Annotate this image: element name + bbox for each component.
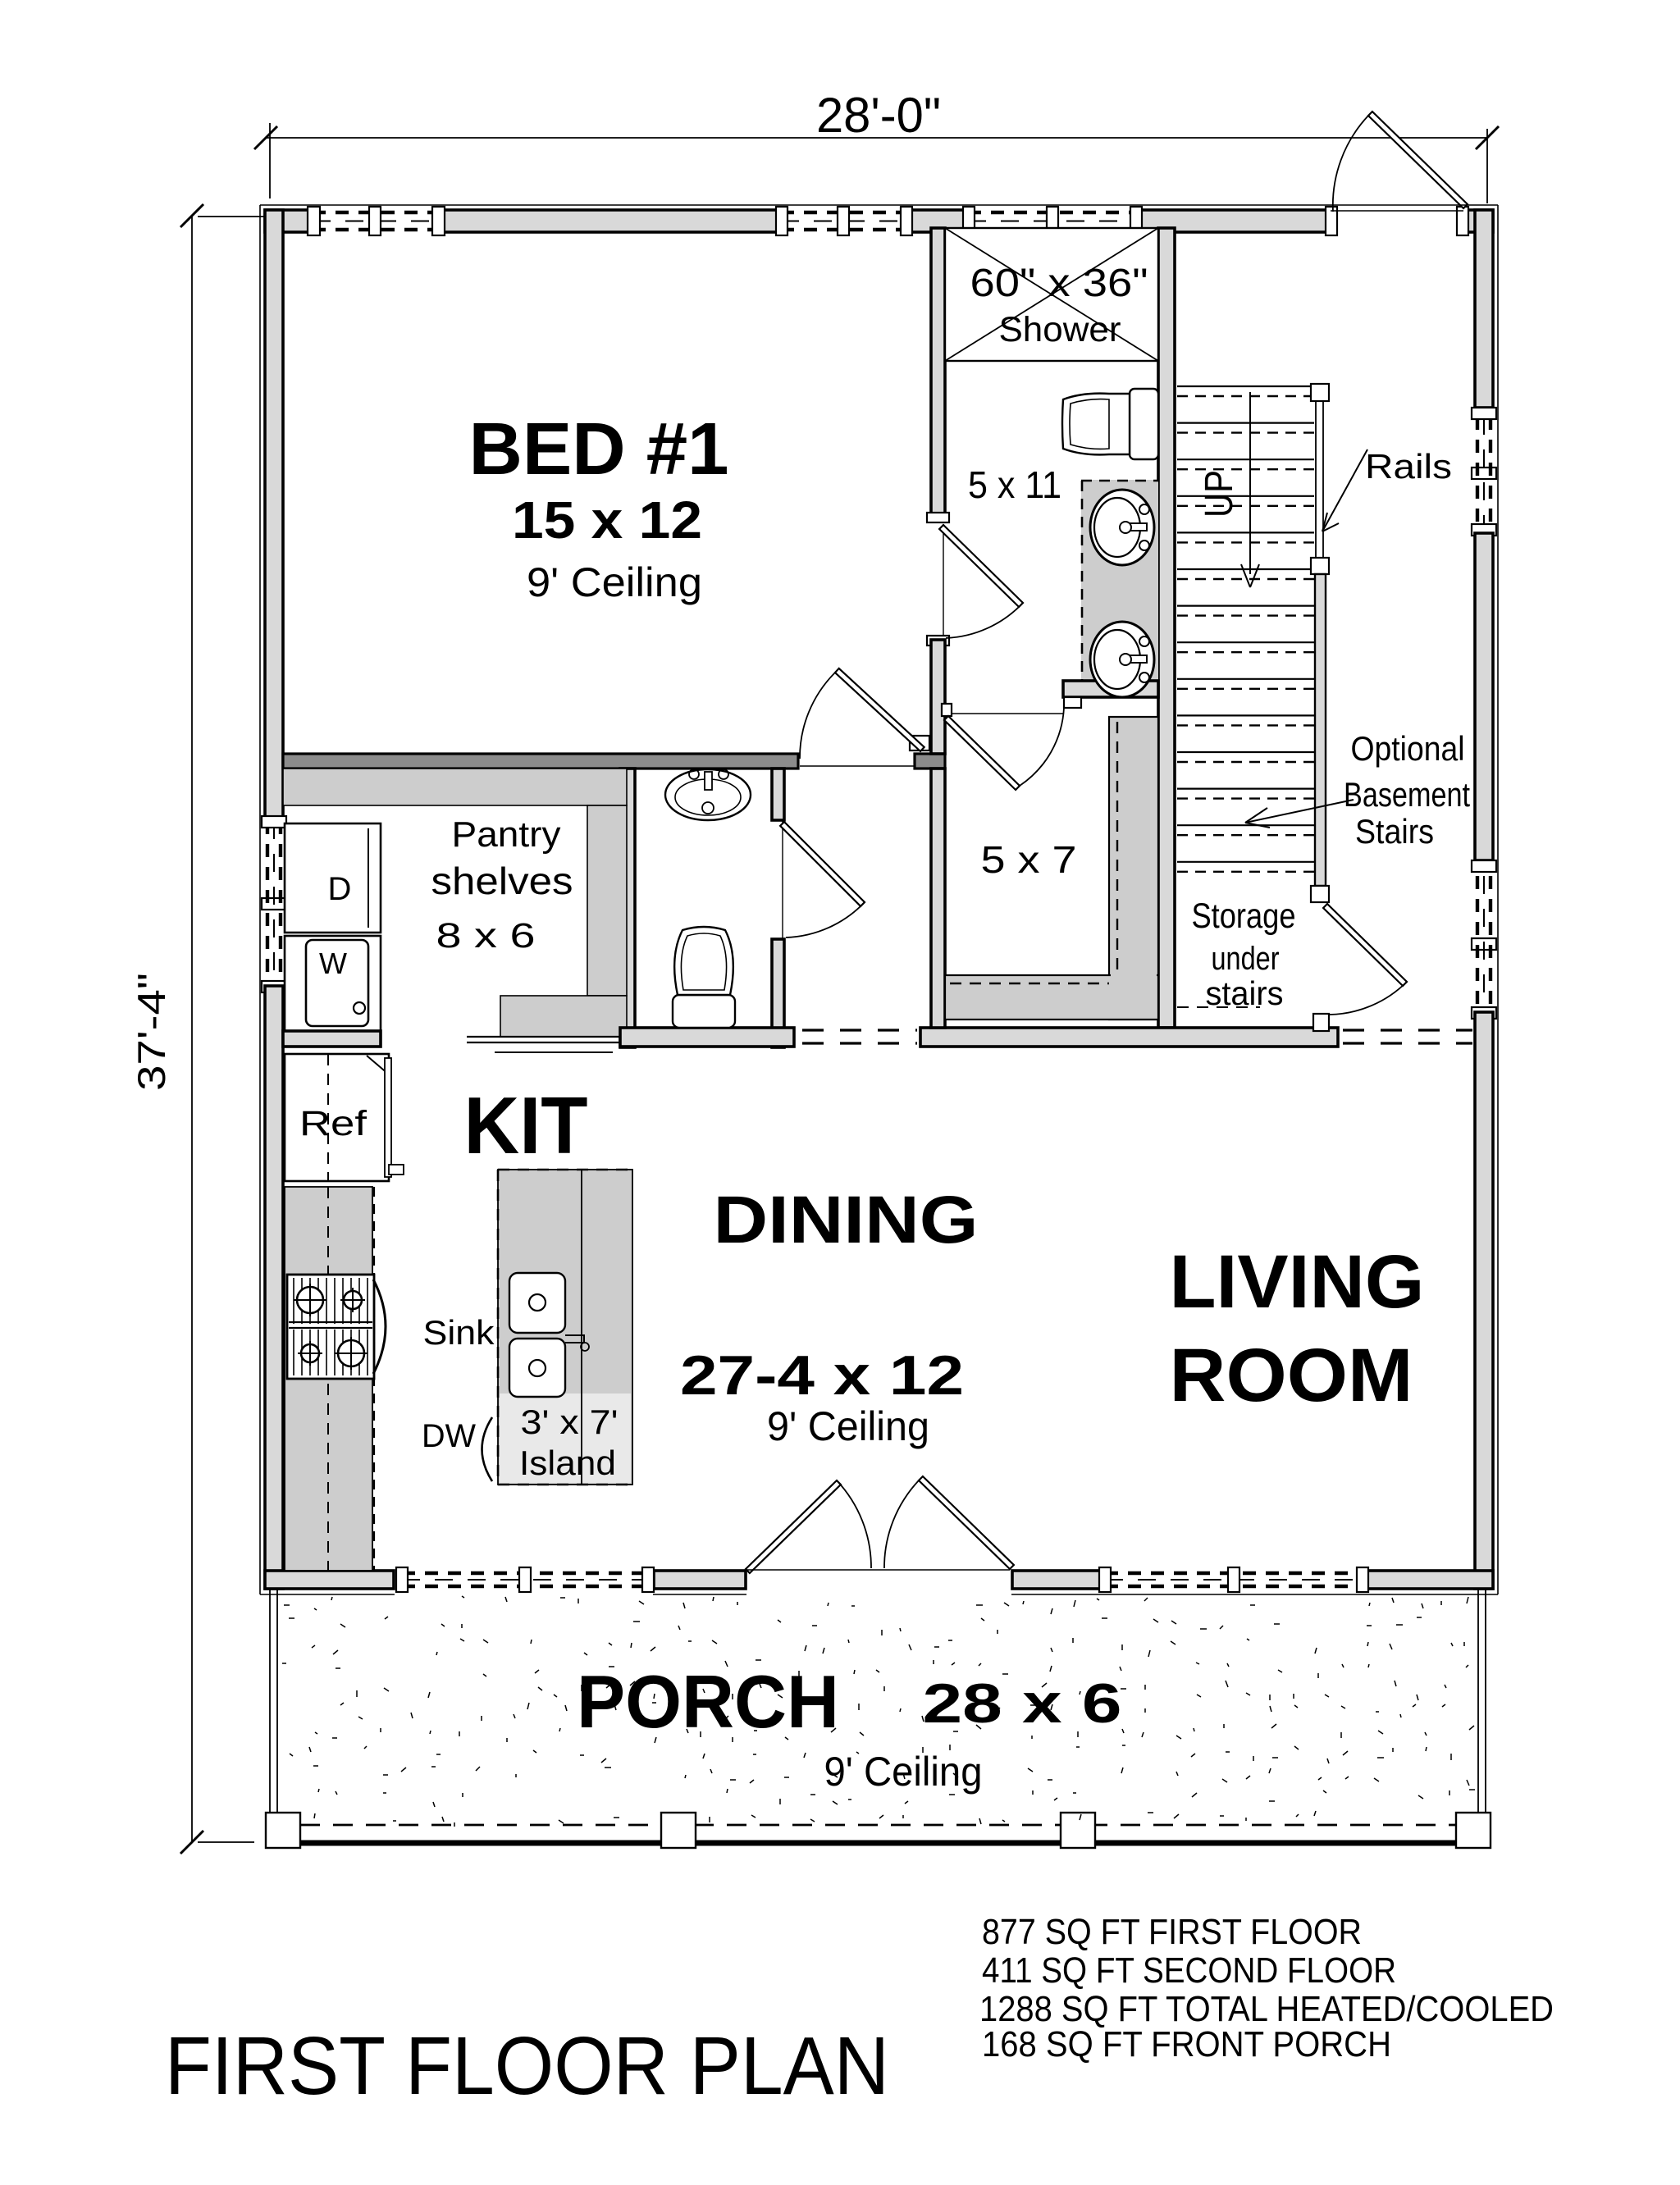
svg-text:under: under xyxy=(1212,941,1280,977)
svg-text:Shower: Shower xyxy=(999,310,1121,349)
svg-text:Stairs: Stairs xyxy=(1355,812,1434,851)
svg-text:Storage: Storage xyxy=(1192,896,1296,936)
svg-text:9' Ceiling: 9' Ceiling xyxy=(527,559,702,605)
svg-text:15 x 12: 15 x 12 xyxy=(512,490,702,550)
svg-text:27-4 x 12: 27-4 x 12 xyxy=(680,1344,964,1407)
svg-text:FIRST FLOOR PLAN: FIRST FLOOR PLAN xyxy=(165,2020,889,2112)
svg-text:ROOM: ROOM xyxy=(1170,1334,1413,1417)
svg-text:1288 SQ FT TOTAL HEATED/COOLED: 1288 SQ FT TOTAL HEATED/COOLED xyxy=(979,1989,1554,2029)
svg-text:KIT: KIT xyxy=(464,1080,588,1170)
svg-text:PORCH: PORCH xyxy=(577,1661,839,1744)
svg-text:9' Ceiling: 9' Ceiling xyxy=(767,1403,929,1449)
svg-text:LIVING: LIVING xyxy=(1170,1240,1425,1324)
svg-text:DW: DW xyxy=(422,1418,476,1454)
svg-text:9' Ceiling: 9' Ceiling xyxy=(824,1749,983,1795)
svg-text:shelves: shelves xyxy=(431,860,573,902)
svg-text:60" x 36": 60" x 36" xyxy=(970,262,1148,305)
svg-text:W: W xyxy=(319,947,347,980)
svg-text:877 SQ FT FIRST FLOOR: 877 SQ FT FIRST FLOOR xyxy=(982,1912,1362,1952)
svg-text:UP: UP xyxy=(1198,470,1241,518)
svg-text:3' x 7': 3' x 7' xyxy=(521,1403,619,1441)
svg-text:Rails: Rails xyxy=(1365,447,1452,486)
svg-text:Optional: Optional xyxy=(1351,729,1465,768)
svg-text:DINING: DINING xyxy=(714,1183,979,1257)
svg-text:5 x 7: 5 x 7 xyxy=(981,838,1077,881)
svg-text:28'-0": 28'-0" xyxy=(816,88,941,143)
svg-text:Basement: Basement xyxy=(1344,775,1470,814)
svg-text:8 x 6: 8 x 6 xyxy=(436,916,536,956)
svg-text:168 SQ FT FRONT PORCH: 168 SQ FT FRONT PORCH xyxy=(982,2024,1391,2064)
svg-text:37'-4": 37'-4" xyxy=(130,973,173,1091)
svg-text:Island: Island xyxy=(519,1444,616,1482)
svg-text:5 x 11: 5 x 11 xyxy=(968,463,1061,506)
svg-text:28 x 6: 28 x 6 xyxy=(923,1672,1122,1735)
svg-text:stairs: stairs xyxy=(1206,974,1284,1012)
svg-text:Pantry: Pantry xyxy=(452,814,561,855)
svg-text:D: D xyxy=(328,871,352,907)
svg-text:Sink: Sink xyxy=(423,1313,495,1352)
svg-text:411 SQ FT SECOND FLOOR: 411 SQ FT SECOND FLOOR xyxy=(982,1950,1396,1991)
svg-text:Ref: Ref xyxy=(299,1104,368,1143)
svg-text:BED #1: BED #1 xyxy=(469,408,729,490)
